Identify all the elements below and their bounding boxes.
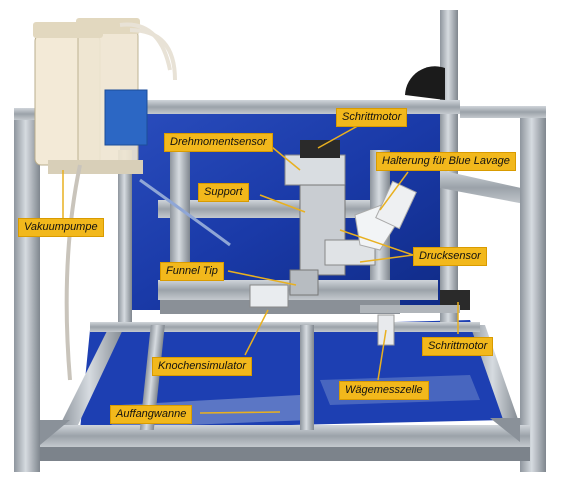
vacuum-tube — [129, 28, 177, 81]
leader-line — [244, 309, 269, 356]
leader-line — [199, 411, 281, 414]
vacuum-pump-base — [48, 160, 143, 174]
label-drucksensor: Drucksensor — [413, 247, 487, 266]
leader-line — [377, 329, 387, 381]
corner-gusset — [40, 420, 70, 445]
frame-beam — [460, 106, 546, 118]
frame-beam — [139, 325, 165, 430]
label-auffangwanne: Auffangwanne — [110, 405, 193, 424]
frame-beam — [440, 170, 530, 205]
frame-beam — [40, 447, 530, 461]
vertical-guide — [170, 150, 190, 280]
frame-beam — [140, 100, 460, 114]
label-support: Support — [198, 183, 249, 202]
funnel-tip-holder — [289, 269, 319, 296]
label-knochensimulator: Knochensimulator — [152, 357, 253, 376]
stepper-motor-top — [300, 140, 340, 158]
label-halterung-blue-lavage: Halterung für Blue Lavage — [376, 152, 516, 171]
frame-beam — [300, 325, 314, 430]
roller — [405, 66, 445, 100]
corner-gusset — [490, 418, 520, 442]
label-waegemesszelle: Wägemesszelle — [339, 381, 429, 400]
vacuum-pump-unit — [104, 89, 148, 146]
frame-beam — [40, 425, 530, 447]
frame-post — [118, 150, 132, 330]
label-schrittmotor-top: Schrittmotor — [336, 108, 408, 127]
frame-beam — [90, 322, 480, 332]
leader-line — [339, 229, 414, 256]
frame-post — [14, 112, 40, 472]
vacuum-canister-lid — [76, 18, 140, 34]
leader-lines — [62, 122, 459, 414]
label-schrittmotor-bottom: Schrittmotor — [422, 337, 494, 356]
label-funnel-tip: Funnel Tip — [160, 262, 224, 281]
blue-lavage-holder — [375, 180, 417, 230]
frame-beam — [60, 325, 125, 425]
label-vakuumpumpe: Vakuumpumpe — [18, 218, 104, 237]
vacuum-tube — [139, 178, 231, 247]
leader-line — [259, 194, 306, 213]
leader-line — [317, 122, 364, 149]
leader-line — [359, 254, 414, 263]
carriage — [284, 154, 346, 186]
label-drehmomentsensor: Drehmomentsensor — [164, 133, 273, 152]
bone-simulator — [249, 284, 289, 308]
vacuum-tube — [64, 164, 82, 381]
load-cell-arm — [360, 305, 460, 313]
leader-line — [227, 270, 297, 286]
leader-line — [379, 171, 409, 211]
frame-post — [520, 108, 546, 472]
